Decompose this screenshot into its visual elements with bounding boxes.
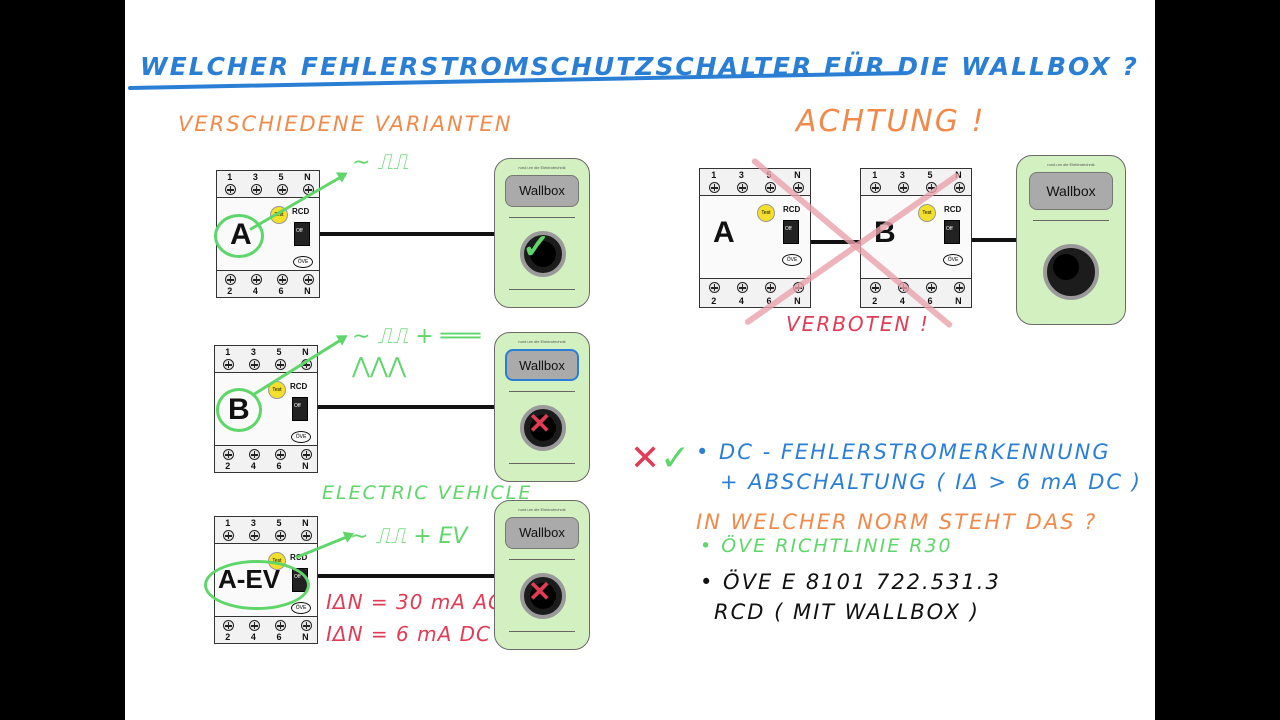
check-icon: ✓ <box>522 228 551 266</box>
note-ove-guideline: • ÖVE RICHTLINIE R30 <box>700 535 953 557</box>
waveform-b: ∼ ⎍⎍ + ═══ ⋀⋀⋀ <box>352 324 481 379</box>
screw-icon <box>869 182 881 193</box>
screw-icon <box>925 282 937 293</box>
warning-heading: ACHTUNG ! <box>796 104 986 139</box>
ove-cert-icon: ÖVE <box>782 254 802 266</box>
screw-icon <box>224 274 236 285</box>
screw-icon <box>276 274 288 285</box>
screw-icon <box>792 182 804 193</box>
wire <box>320 232 496 236</box>
socket-icon <box>520 231 566 277</box>
test-button: Test <box>757 204 775 222</box>
note-rcd-wallbox: RCD ( MIT WALLBOX ) <box>714 600 980 624</box>
forbidden-label: VERBOTEN ! <box>786 312 930 336</box>
wire <box>811 240 861 244</box>
wire <box>318 574 496 578</box>
screw-icon <box>222 359 234 370</box>
highlight-circle <box>214 214 264 258</box>
rcd-label: RCD <box>944 205 962 214</box>
toggle-switch-icon: Off <box>292 397 308 421</box>
socket-icon <box>1043 244 1099 300</box>
screw-icon <box>274 359 286 370</box>
wallbox-b: rund um die Elektrotechnik Wallbox ✕ <box>494 332 590 482</box>
ove-cert-icon: ÖVE <box>291 431 311 443</box>
cross-icon: ✕ <box>528 408 552 439</box>
screw-icon <box>274 530 286 541</box>
screw-icon <box>248 359 260 370</box>
screw-icon <box>248 449 260 460</box>
screw-icon <box>274 449 286 460</box>
note-disconnection: + ABSCHALTUNG ( IΔ > 6 mA DC ) <box>720 470 1142 494</box>
screw-icon <box>222 449 234 460</box>
rcd-label: RCD <box>783 205 801 214</box>
screw-icon <box>250 274 262 285</box>
screw-icon <box>869 282 881 293</box>
highlight-circle <box>204 560 310 610</box>
screw-icon <box>736 182 748 193</box>
socket-icon <box>520 405 566 451</box>
screw-icon <box>764 182 776 193</box>
screw-icon <box>300 449 312 460</box>
screw-icon <box>248 530 260 541</box>
wallbox-display: Wallbox <box>505 349 579 381</box>
toggle-switch-icon: Off <box>294 222 310 246</box>
screw-icon <box>300 530 312 541</box>
screw-icon <box>224 184 236 195</box>
screw-icon <box>302 274 314 285</box>
ev-heading: ELECTRIC VEHICLE <box>322 482 533 504</box>
screw-icon <box>736 282 748 293</box>
screw-icon <box>222 530 234 541</box>
waveform-a-ev: ∼ ⎍⎍ + EV <box>350 524 468 549</box>
wire <box>972 238 1018 242</box>
note-dc-detection: • DC - FEHLERSTROMERKENNUNG <box>696 440 1111 464</box>
note-norm-question: IN WELCHER NORM STEHT DAS ? <box>696 510 1098 534</box>
ove-cert-icon: ÖVE <box>291 602 311 614</box>
screw-icon <box>300 620 312 631</box>
screw-icon <box>248 620 260 631</box>
rcd-label: RCD <box>292 207 310 216</box>
toggle-switch-icon: Off <box>944 220 960 244</box>
rcd-type-label: A <box>713 216 735 249</box>
wallbox-display: Wallbox <box>505 517 579 549</box>
wallbox-display: Wallbox <box>1029 172 1113 210</box>
ove-cert-icon: ÖVE <box>293 256 313 268</box>
screw-icon <box>250 184 262 195</box>
socket-icon <box>520 573 566 619</box>
screw-icon <box>222 620 234 631</box>
cross-check-icon: ✕✓ <box>630 438 691 479</box>
ev-ac-value: IΔN = 30 mA AC <box>326 590 503 614</box>
highlight-circle <box>216 388 262 432</box>
wallbox-a-ev: rund um die Elektrotechnik Wallbox ✕ <box>494 500 590 650</box>
ove-cert-icon: ÖVE <box>943 254 963 266</box>
ev-dc-value: IΔN = 6 mA DC <box>326 622 491 646</box>
screw-icon <box>276 184 288 195</box>
screw-icon <box>764 282 776 293</box>
toggle-switch-icon: Off <box>783 220 799 244</box>
variants-heading: VERSCHIEDENE VARIANTEN <box>178 112 513 136</box>
screw-icon <box>708 282 720 293</box>
note-ove-standard: • ÖVE E 8101 722.531.3 <box>700 570 1001 594</box>
screw-icon <box>953 282 965 293</box>
wire <box>318 405 496 409</box>
cross-icon: ✕ <box>528 576 552 607</box>
wallbox-a: rund um die Elektrotechnik Wallbox ✓ <box>494 158 590 308</box>
test-button: Test <box>918 204 936 222</box>
screw-icon <box>897 182 909 193</box>
screw-icon <box>274 620 286 631</box>
screw-icon <box>953 182 965 193</box>
wallbox-right: rund um die Elektrotechnik Wallbox <box>1016 155 1126 325</box>
screw-icon <box>708 182 720 193</box>
wallbox-display: Wallbox <box>505 175 579 207</box>
waveform-a: ∼ ⎍⎍ <box>352 150 409 175</box>
rcd-label: RCD <box>290 382 308 391</box>
